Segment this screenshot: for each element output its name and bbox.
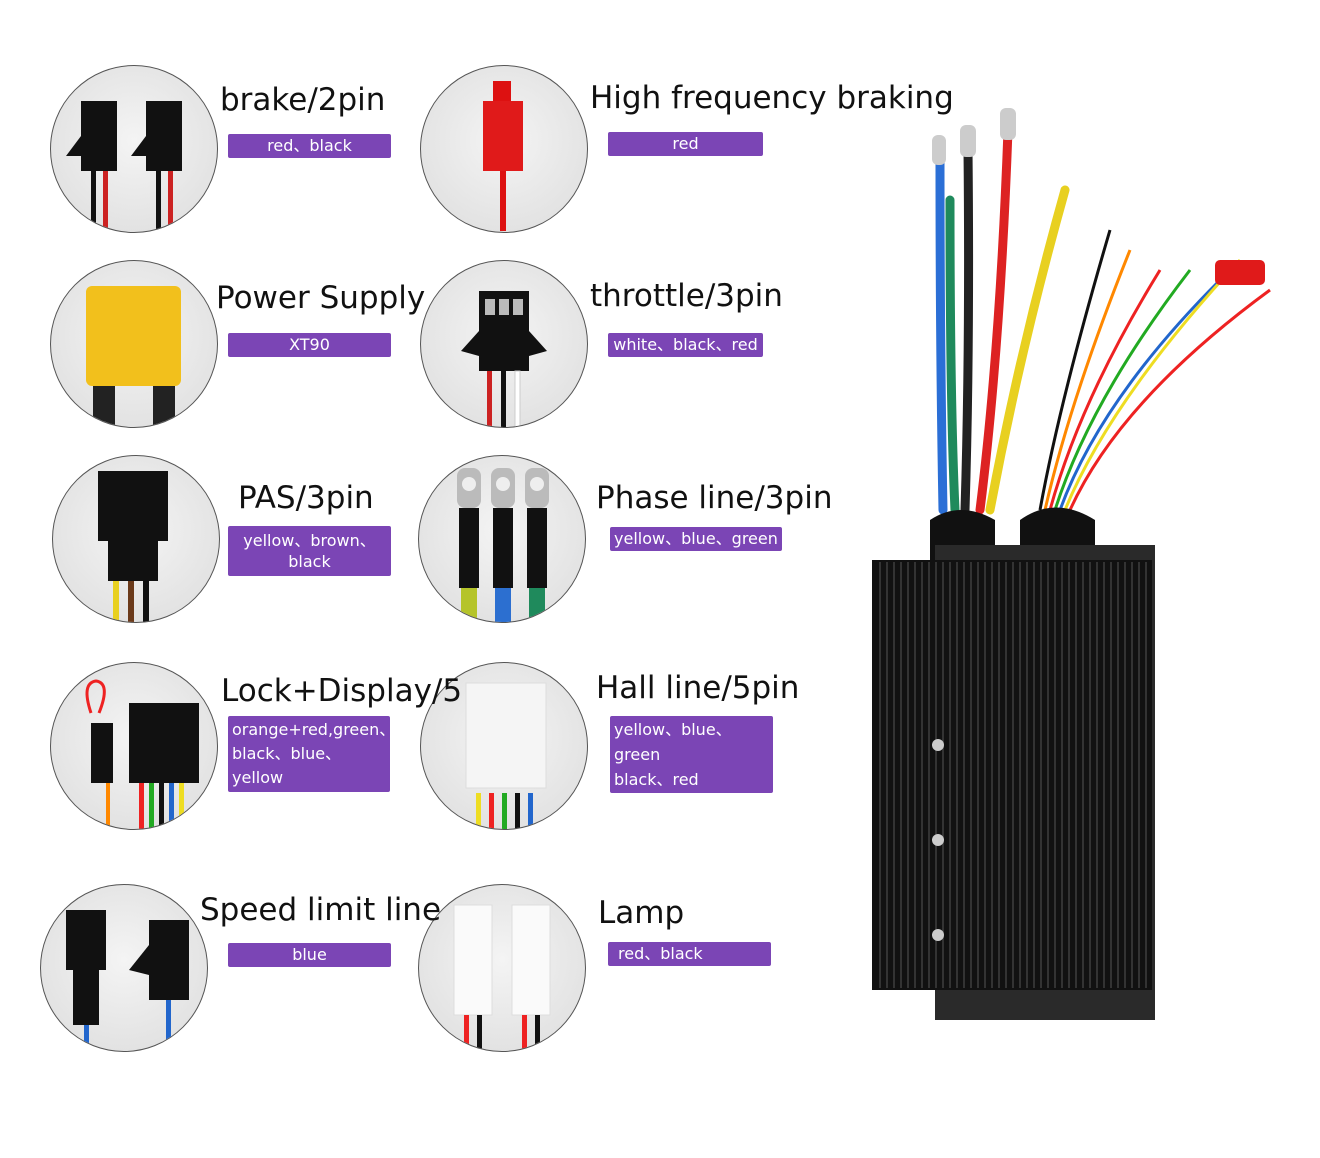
connector-title: Phase line/3pin — [596, 480, 833, 516]
connector-title: brake/2pin — [220, 82, 386, 118]
connector-colors-line: yellow、brown、 — [243, 531, 376, 550]
connector-colors-line: black、red — [614, 770, 699, 789]
connector-colors-badge: yellow、blue、green black、red — [610, 716, 773, 793]
ring-terminals-icon — [457, 468, 549, 622]
high-frequency-braking-image — [420, 65, 588, 233]
connector-colors-badge: red — [608, 132, 763, 156]
red-connector-icon — [483, 81, 523, 231]
connector-title: Lamp — [598, 895, 685, 931]
connector-colors-badge: yellow、blue、green — [610, 527, 782, 551]
connector-colors-badge: blue — [228, 943, 391, 967]
lamp-image — [418, 884, 586, 1052]
connector-title: PAS/3pin — [238, 480, 374, 516]
brake-connector-image — [50, 65, 218, 233]
connector-title: High frequency braking — [590, 80, 954, 116]
phase-line-image — [418, 455, 586, 623]
connector-colors-badge: red、black — [608, 942, 771, 966]
speed-limit-line-image — [40, 884, 208, 1052]
lock-display-image — [50, 662, 218, 830]
connector-title: Speed limit line — [200, 892, 442, 928]
yellow-xt90-connector-icon — [86, 286, 181, 427]
connector-colors-line: orange+red,green、 — [232, 720, 396, 739]
connector-title: Hall line/5pin — [596, 670, 800, 706]
power-supply-image — [50, 260, 218, 428]
pas-connector-image — [52, 455, 220, 623]
display-connector-icon — [85, 679, 199, 829]
black-3pin-connector-icon — [461, 291, 547, 427]
connector-colors-badge: red、black — [228, 134, 391, 158]
connector-colors-badge: orange+red,green、 black、blue、yellow — [228, 716, 396, 792]
black-3pin-connector-icon — [98, 471, 168, 622]
connector-colors-line: black、blue、yellow — [232, 744, 342, 787]
connector-colors-badge: XT90 — [228, 333, 391, 357]
throttle-connector-image — [420, 260, 588, 428]
connector-title: Lock+Display/5 — [221, 673, 463, 709]
connector-colors-badge: yellow、brown、 black — [228, 526, 391, 576]
connector-colors-line: black — [288, 552, 331, 571]
ebike-controller-icon — [872, 108, 1271, 1020]
connector-title: Power Supply — [216, 280, 426, 316]
hall-line-image — [420, 662, 588, 830]
connector-colors-badge: white、black、red — [608, 333, 763, 357]
black-connector-pair-icon — [66, 910, 189, 1051]
white-connector-pair-icon — [453, 904, 551, 1051]
white-5pin-connector-icon — [465, 682, 547, 829]
black-2pin-connector-pair-icon — [66, 101, 182, 231]
connector-colors-line: yellow、blue、green — [614, 720, 732, 764]
connector-title: throttle/3pin — [590, 278, 783, 314]
